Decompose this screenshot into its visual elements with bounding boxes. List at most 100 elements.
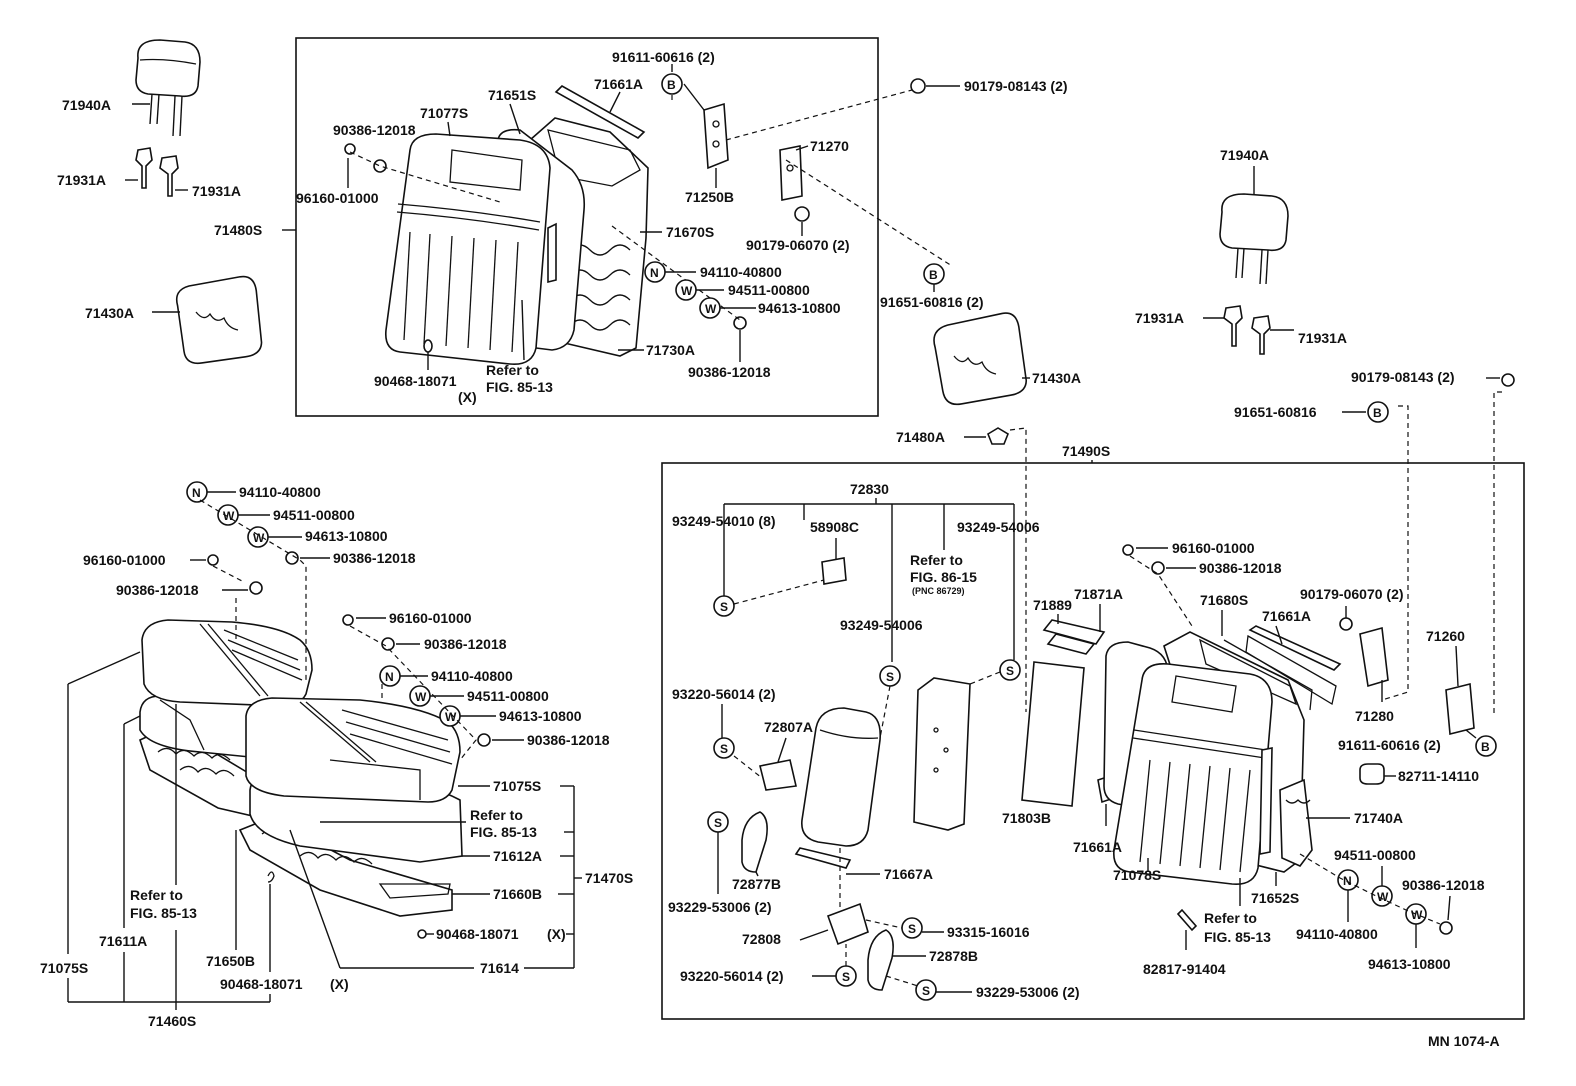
symbol-label: S: [1006, 664, 1014, 678]
part-label: 72808: [742, 931, 781, 947]
part-label: 90179-06070 (2): [746, 237, 850, 253]
refer-label: FIG. 85-13: [1204, 929, 1271, 945]
part-label: 94613-10800: [758, 300, 841, 316]
part-label: 72830: [850, 481, 889, 497]
refer-label: FIG. 86-15: [910, 569, 977, 585]
part-label: 96160-01000: [296, 190, 379, 206]
armrest-drawing: [741, 619, 1115, 991]
dash-connector: [1299, 853, 1441, 925]
symbol-label: W: [1377, 890, 1389, 904]
nut-icon: [733, 316, 747, 330]
refer-label: Refer to: [130, 887, 183, 903]
part-label: 82817-91404: [1143, 961, 1226, 977]
part-label: 71803B: [1002, 810, 1051, 826]
nut-icon: [910, 78, 926, 94]
part-label: 71680S: [1200, 592, 1248, 608]
leader: [67, 651, 141, 685]
dash-connector: [959, 671, 1001, 689]
part-label: 71940A: [1220, 147, 1269, 163]
nut-icon: [794, 206, 810, 222]
symbol-label: S: [886, 670, 894, 684]
dash-connector: [212, 565, 245, 583]
part-label: 91651-60816: [1234, 404, 1317, 420]
part-label: 71075S: [40, 960, 88, 976]
refer-label: (PNC 86729): [912, 586, 965, 596]
part-label: 71871A: [1074, 586, 1123, 602]
part-label: 71470S: [585, 870, 633, 886]
part-label: 93229-53006 (2): [668, 899, 772, 915]
part-label: 94613-10800: [305, 528, 388, 544]
part-label: 58908C: [810, 519, 859, 535]
symbol-label: B: [1481, 740, 1490, 754]
part-label: 71667A: [884, 866, 933, 882]
nut-icon: [1439, 921, 1453, 935]
refer-label: Refer to: [1204, 910, 1257, 926]
symbol-label: B: [929, 268, 938, 282]
part-label: 71280: [1355, 708, 1394, 724]
headrest-drawing-right: [1219, 193, 1289, 355]
leader: [521, 299, 525, 361]
hook-icon: [207, 554, 219, 566]
dash-connector: [1129, 555, 1193, 627]
pad-drawing-left: [175, 275, 263, 365]
part-label: 71490S: [1062, 443, 1110, 459]
hook-icon: [344, 143, 356, 155]
part-label: 71651S: [488, 87, 536, 103]
dash-connector: [349, 151, 501, 203]
front-cushion-drawing: [139, 619, 463, 917]
part-label: 71889: [1033, 597, 1072, 613]
part-label: 72878B: [929, 948, 978, 964]
dash-connector: [785, 159, 953, 267]
part-label: 90468-18071: [220, 976, 303, 992]
clip-icon: [1359, 763, 1385, 785]
symbol-label: B: [1373, 406, 1382, 420]
b-symbol-icon: [1475, 735, 1497, 757]
symbol-label: N: [650, 266, 659, 280]
part-label: 82711-14110: [1398, 768, 1479, 784]
symbol-label: W: [1411, 908, 1423, 922]
part-label: 71250B: [685, 189, 734, 205]
part-label: 94511-00800: [273, 507, 355, 523]
part-label: 72877B: [732, 876, 781, 892]
symbol-label: W: [253, 531, 265, 545]
ring-icon: [417, 929, 427, 939]
part-label: 90386-12018: [333, 550, 416, 566]
s-symbol-icon: [999, 659, 1021, 681]
b-symbol-icon: [661, 73, 683, 95]
clip-icon: [987, 427, 1009, 445]
leader: [683, 83, 705, 111]
leader: [777, 737, 787, 763]
part-label: 71730A: [646, 342, 695, 358]
refer-label: FIG. 85-13: [130, 905, 197, 921]
refer-label: FIG. 85-13: [486, 379, 553, 395]
part-label: 90386-12018: [424, 636, 507, 652]
part-label: 71650B: [206, 953, 255, 969]
leader: [509, 103, 521, 135]
part-label: 90468-18071: [436, 926, 519, 942]
leader: [1275, 625, 1283, 645]
part-label: 90386-12018: [116, 582, 199, 598]
part-label: 94613-10800: [1368, 956, 1451, 972]
part-label: (X): [330, 976, 349, 992]
symbol-label: S: [720, 600, 728, 614]
part-label: 71670S: [666, 224, 714, 240]
part-label: 71661A: [594, 76, 643, 92]
part-label: 71652S: [1251, 890, 1299, 906]
part-label: 71075S: [493, 778, 541, 794]
symbol-label: S: [720, 742, 728, 756]
part-label: 90386-12018: [1402, 877, 1485, 893]
symbol-label: S: [714, 816, 722, 830]
part-label: 71931A: [1135, 310, 1184, 326]
part-label: 94110-40800: [239, 484, 321, 500]
part-label: 96160-01000: [83, 552, 166, 568]
part-label: 71077S: [420, 105, 468, 121]
part-label: 90179-08143 (2): [964, 78, 1068, 94]
symbol-label: W: [415, 690, 427, 704]
symbol-label: B: [667, 78, 676, 92]
leader: [755, 871, 759, 877]
part-label: 71430A: [85, 305, 134, 321]
part-label: 71260: [1426, 628, 1465, 644]
part-label: 90179-06070 (2): [1300, 586, 1404, 602]
part-label: 71078S: [1113, 867, 1161, 883]
part-label: 71740A: [1354, 810, 1403, 826]
